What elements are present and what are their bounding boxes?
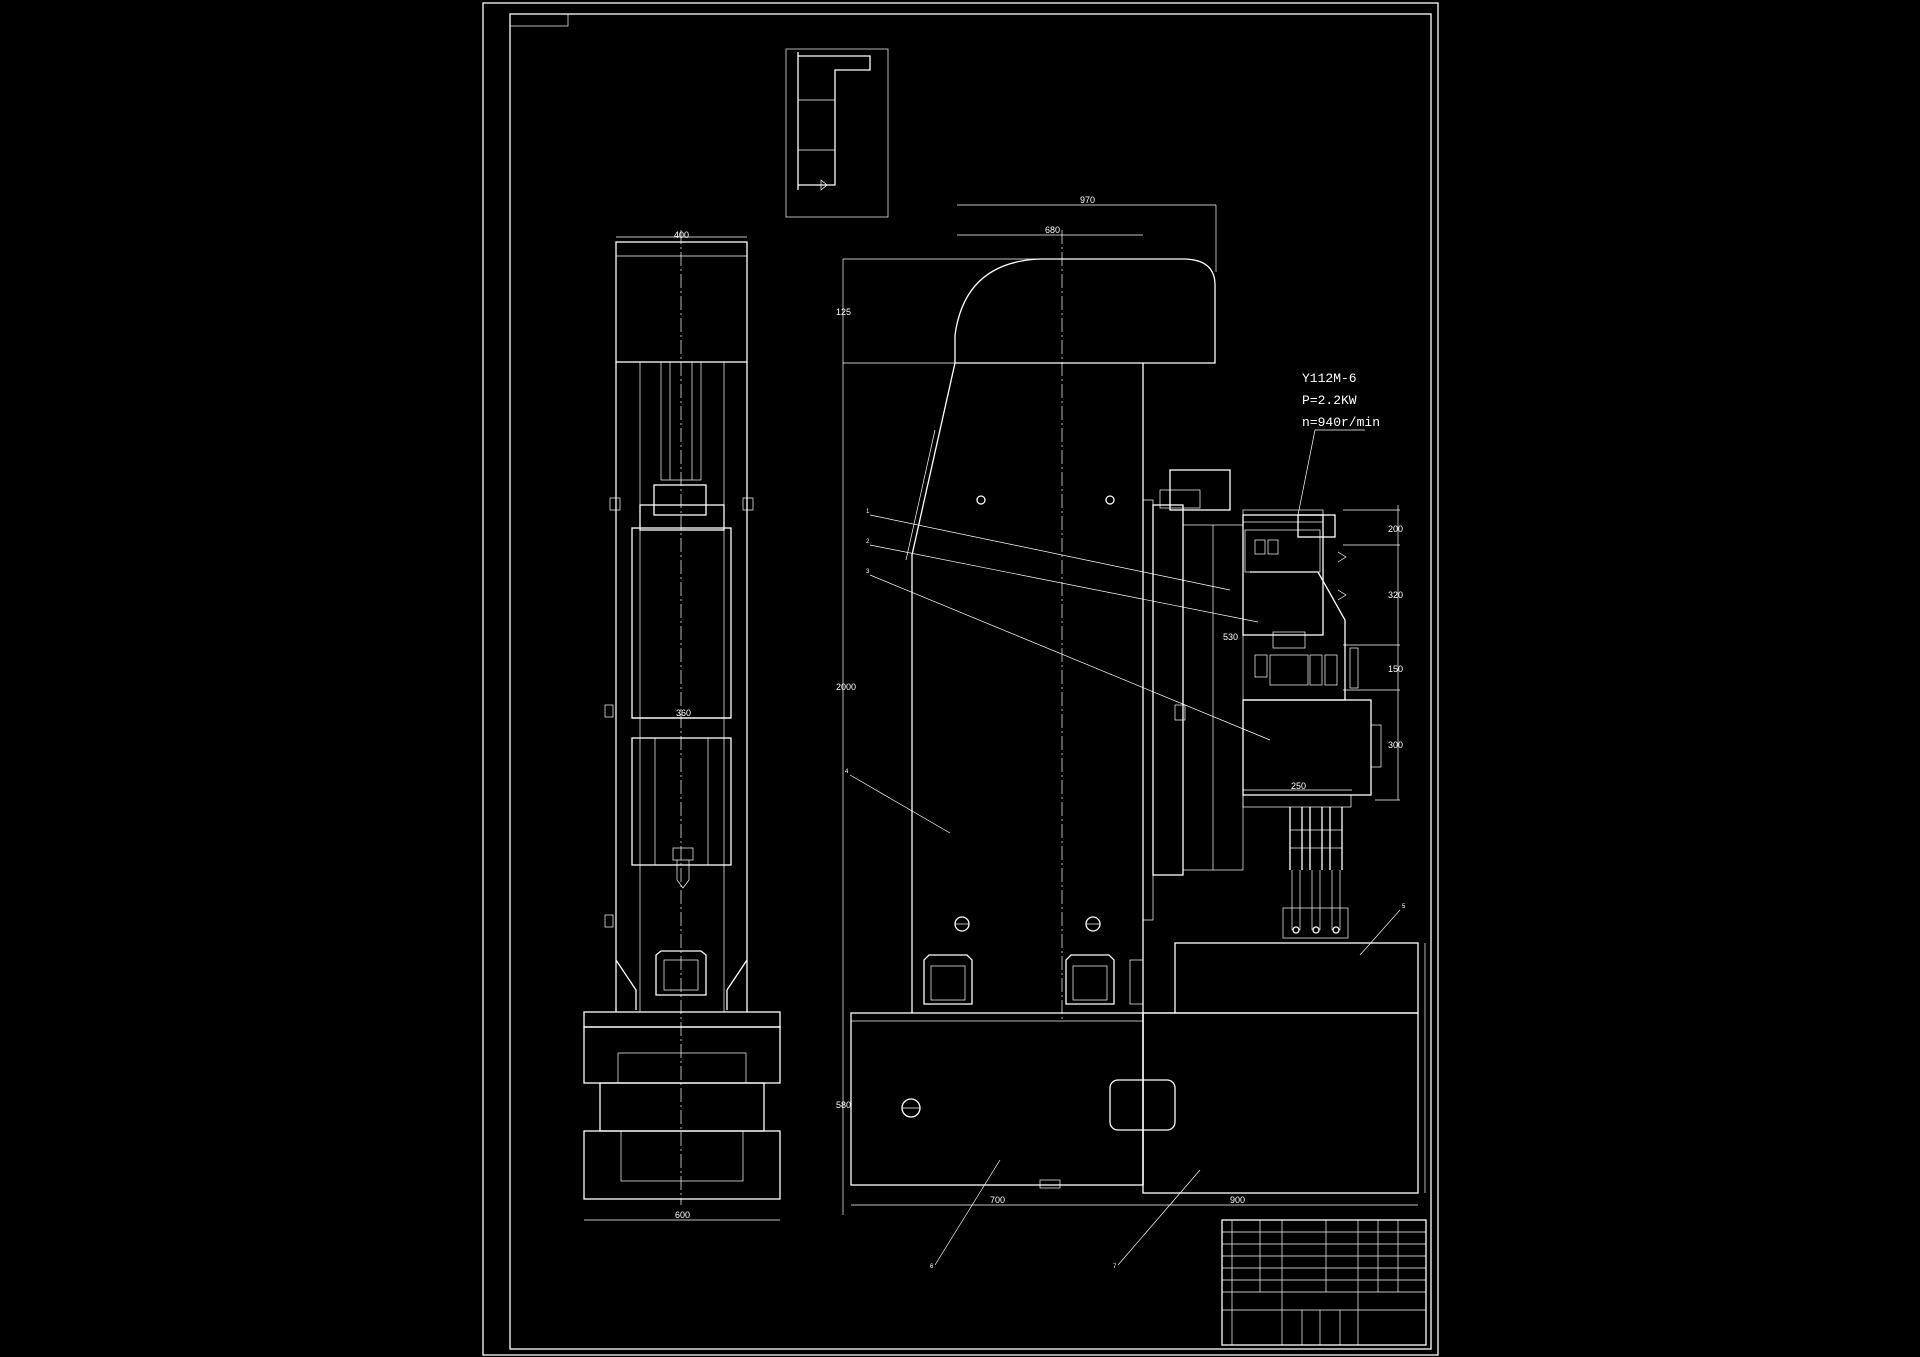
dim-head-d: 300 (1388, 740, 1403, 750)
dim-head-b: 320 (1388, 590, 1403, 600)
dim-front-top-arm: 680 (1045, 225, 1060, 235)
balloon-4: 4 (845, 769, 849, 775)
balloon-6: 6 (930, 1264, 934, 1270)
dim-front-top-overall: 970 (1080, 195, 1095, 205)
dim-front-column-height: 2000 (836, 682, 856, 692)
dim-front-base-total: 900 (1230, 1195, 1245, 1205)
side-view: 400 360 (583, 230, 781, 1221)
dim-head-c: 150 (1388, 664, 1403, 674)
dim-head-bottom: 250 (1291, 781, 1306, 791)
work-cycle-diagram (785, 48, 889, 218)
motor-model: Y112M-6 (1302, 371, 1357, 386)
sheet-border (482, 2, 1439, 1356)
dim-side-base-width: 600 (675, 1210, 690, 1220)
dim-head-a: 200 (1388, 524, 1403, 534)
balloon-1: 1 (866, 509, 870, 515)
dim-side-inner-width: 360 (676, 708, 691, 718)
dim-front-head-height: 125 (836, 307, 851, 317)
motor-speed: n=940r/min (1302, 415, 1380, 430)
dim-side-width-top: 400 (674, 230, 689, 240)
balloon-2: 2 (866, 539, 870, 545)
motor-power: P=2.2KW (1302, 393, 1357, 408)
balloon-7: 7 (1113, 1264, 1117, 1270)
front-view: 970 680 125 2000 580 (836, 195, 1426, 1215)
balloon-3: 3 (866, 569, 870, 575)
dim-front-base-left: 700 (990, 1195, 1005, 1205)
leader-lines: 1 2 3 4 5 6 7 (845, 509, 1406, 1270)
balloon-5: 5 (1402, 904, 1406, 910)
dim-front-base-height: 580 (836, 1100, 851, 1110)
dim-head-left: 530 (1223, 632, 1238, 642)
motor-annotation: Y112M-6 P=2.2KW n=940r/min (1297, 371, 1380, 516)
title-block (1221, 1219, 1427, 1346)
